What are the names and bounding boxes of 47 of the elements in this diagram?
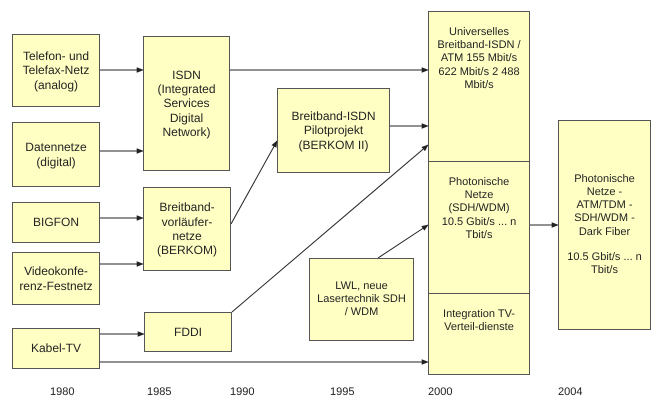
process-box <box>309 258 414 341</box>
process-box <box>12 328 100 369</box>
arrow <box>230 67 429 73</box>
box-text: Videokonfe-renz-Festnetz <box>19 264 93 293</box>
box-text: Photonische Netze (SDH/WDM) 10.5 Gbit/s ... n Tbit/s <box>440 176 518 242</box>
process-box <box>12 252 100 305</box>
box-text: Datennetze (digital) <box>24 140 88 169</box>
arrow <box>390 123 429 129</box>
process-box <box>428 11 530 162</box>
box-text: Kabel-TV <box>30 341 82 356</box>
arrow <box>378 224 429 258</box>
box-text: LWL, neue Lasertechnik SDH / WDM <box>316 280 407 320</box>
process-box <box>558 120 651 330</box>
arrow <box>232 144 429 312</box>
year-label: 2000 <box>428 386 452 398</box>
year-label: 1985 <box>147 386 172 398</box>
box-text: Telefon- und Telefax-Netz (analog) <box>22 48 90 92</box>
arrow <box>100 148 144 154</box>
process-box <box>143 187 231 271</box>
arrow <box>530 222 559 228</box>
box-text: Breitband-ISDN Pilotprojekt (BERKOM II) <box>290 108 377 152</box>
arrow <box>230 140 278 224</box>
process-box <box>144 312 232 352</box>
process-box <box>12 34 100 107</box>
process-box <box>277 88 390 173</box>
arrow <box>100 331 145 337</box>
process-box <box>428 161 530 294</box>
box-text: Integration TV-Verteil-dienste <box>442 308 516 334</box>
box-text: BIGFON <box>32 215 79 230</box>
box-text: Universelles Breitband-ISDN / ATM 155 Mbit/s 622 Mbit/s 2 488 Mbit/s <box>437 26 521 92</box>
arrow <box>100 359 429 365</box>
arrow <box>100 67 144 73</box>
process-box <box>428 293 530 375</box>
box-text: 10.5 Gbit/s ... n Tbit/s <box>566 250 643 278</box>
arrow <box>100 215 144 221</box>
process-box <box>12 202 100 243</box>
year-label: 1990 <box>230 386 254 398</box>
year-label: 2004 <box>558 386 582 398</box>
box-text: Photonische Netze - ATM/TDM - SDH/WDM - Dark Fiber <box>573 172 636 239</box>
box-text: FDDI <box>174 324 202 340</box>
arrow <box>100 261 144 267</box>
year-label: 1995 <box>330 386 354 398</box>
box-text: ISDN (Integrated Services Digital Network) <box>156 68 217 140</box>
process-box <box>143 36 230 171</box>
process-box <box>12 122 100 187</box>
box-text: Breitband-vorläufer-netze (BERKOM) <box>156 200 218 258</box>
year-label: 1980 <box>50 386 74 398</box>
